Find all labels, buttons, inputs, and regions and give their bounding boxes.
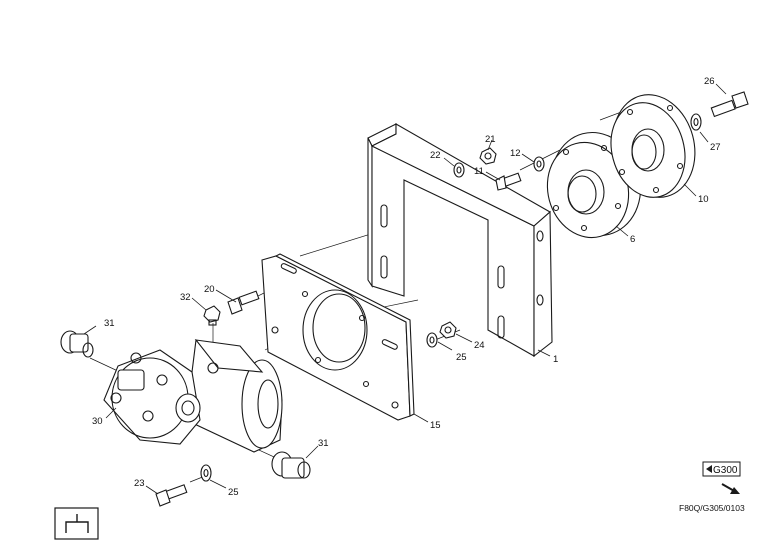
callout-30: 30: [92, 416, 103, 427]
washer-12: [533, 156, 545, 172]
callout-20: 20: [204, 284, 215, 295]
direction-arrow-icon: [721, 483, 740, 494]
callout-31-lower: 31: [318, 438, 329, 449]
bolt-26: [710, 91, 749, 118]
callout-27: 27: [710, 142, 721, 153]
callout-25-lower: 25: [228, 487, 239, 498]
callout-11: 11: [474, 166, 484, 177]
callout-10: 10: [698, 194, 709, 205]
nut-21: [479, 147, 497, 165]
callout-26: 26: [704, 76, 715, 87]
bolt-23: [155, 484, 188, 507]
callout-23: 23: [134, 478, 145, 489]
callout-labels: 26 27 10 6 21 22 11 12 1 20 32 15 24 25 …: [92, 76, 721, 498]
bolt-20: [227, 290, 260, 315]
callout-32: 32: [180, 292, 191, 303]
motor-assembly: [103, 339, 283, 453]
washer-22: [453, 162, 465, 178]
section-tag: G300: [702, 461, 741, 477]
washer-27: [690, 113, 702, 131]
component-symbol-icon: [54, 507, 99, 540]
callout-31-upper: 31: [104, 318, 115, 329]
section-tag-label: G300: [713, 465, 738, 476]
callout-22: 22: [430, 150, 441, 161]
leader-lines: [83, 83, 727, 495]
washer-25-upper: [426, 332, 438, 348]
bolt-11: [495, 172, 522, 191]
callout-24: 24: [474, 340, 485, 351]
callout-25-upper: 25: [456, 352, 467, 363]
nut-24: [439, 321, 457, 339]
flange-part-10: [610, 94, 696, 198]
callout-6: 6: [630, 234, 635, 245]
callout-15: 15: [430, 420, 441, 431]
drawing-code: F80Q/G305/0103: [679, 503, 745, 513]
washer-25-lower: [200, 464, 212, 482]
callout-21: 21: [485, 134, 496, 145]
callout-12: 12: [510, 148, 521, 159]
callout-1: 1: [553, 354, 558, 365]
fitting-31-lower: [271, 451, 311, 479]
fitting-31-upper: [60, 330, 94, 358]
fitting-32: [203, 305, 221, 326]
